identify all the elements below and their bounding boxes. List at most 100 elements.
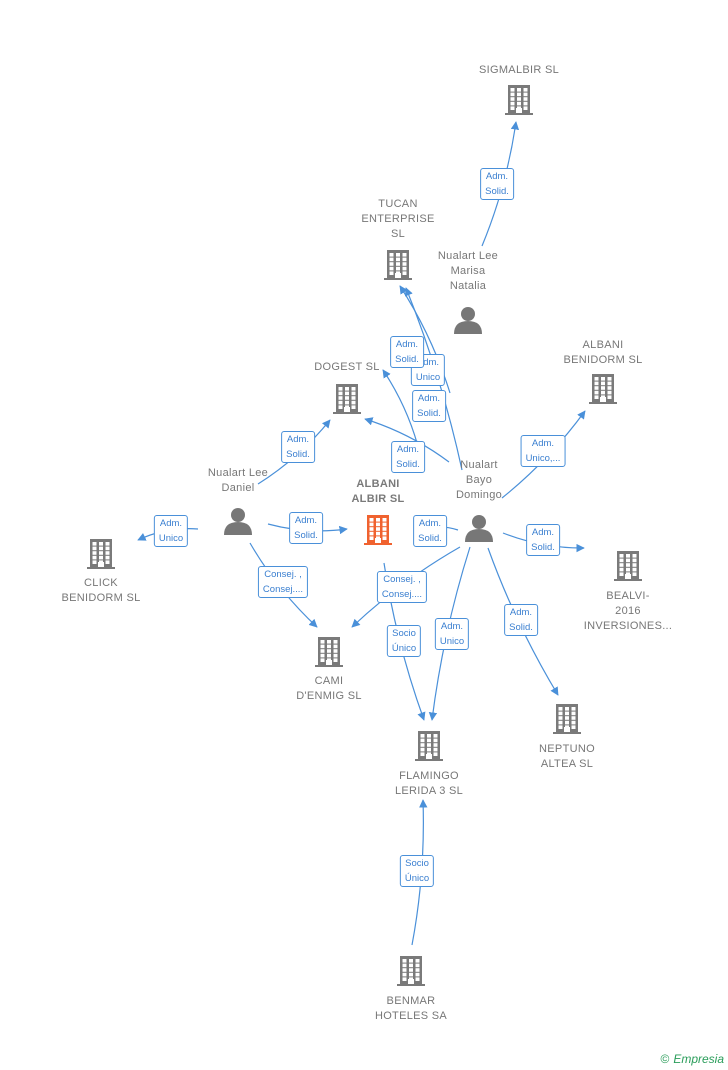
node-label-line: 2016 xyxy=(615,605,641,617)
edge-label-line: Solid. xyxy=(509,622,533,633)
edge-domingo-to-dogest xyxy=(364,417,450,463)
edge-label-daniel-to-click[interactable]: Adm. Unico xyxy=(153,515,189,547)
edge-label-line: Adm. xyxy=(509,607,533,618)
person-icon-marisa[interactable] xyxy=(454,307,482,334)
node-label-dogest[interactable]: DOGEST SL xyxy=(314,360,379,375)
edge-label-line: Solid. xyxy=(396,459,420,470)
edge-label-line: Adm. xyxy=(395,339,419,350)
edges-layer xyxy=(137,121,586,946)
edge-label-line: Adm. xyxy=(531,527,555,538)
edge-label-line: Adm. xyxy=(418,518,442,529)
edge-label-domingo-to-cami[interactable]: Consej. , Consej.... xyxy=(376,571,428,603)
edge-label-domingo-to-bealvi[interactable]: Adm. Solid. xyxy=(526,524,560,556)
edge-label-line: Solid. xyxy=(294,530,318,541)
edge-label-domingo-to-dogest[interactable]: Adm. Solid. xyxy=(391,441,425,473)
edge-label-line: Unico xyxy=(439,636,465,647)
person-icon-daniel[interactable] xyxy=(224,508,252,535)
node-label-line: HOTELES SA xyxy=(374,1010,448,1022)
node-label-line: Domingo xyxy=(455,489,503,501)
building-icon-click[interactable] xyxy=(87,539,115,569)
node-label-line: ALTEA SL xyxy=(540,758,594,770)
edge-label-line: Solid. xyxy=(531,542,555,553)
edge-label-line: Adm. xyxy=(440,621,464,632)
edge-label-domingo-to-albani_albir[interactable]: Adm. Solid. xyxy=(413,515,447,547)
edge-label-line: Socio xyxy=(392,628,416,639)
edge-label-domingo-to-tucan[interactable]: Adm. Solid. xyxy=(390,336,424,368)
edge-label-daniel-to-dogest[interactable]: Adm. Solid. xyxy=(281,431,315,463)
node-label-line: CAMI xyxy=(314,675,344,687)
node-label-click[interactable]: CLICK BENIDORM SL xyxy=(61,576,140,606)
edge-label-marisa-to-dogest[interactable]: Adm.Solid. xyxy=(412,390,446,422)
building-icon-cami[interactable] xyxy=(315,637,343,667)
edge-label-line: Adm. xyxy=(286,434,310,445)
node-label-line: ALBANI xyxy=(356,478,400,490)
building-icon-tucan[interactable] xyxy=(384,250,412,280)
copyright-symbol: © xyxy=(660,1052,670,1066)
person-icon-domingo[interactable] xyxy=(465,515,493,542)
node-label-line: ENTERPRISE xyxy=(361,213,435,225)
edge-label-line: Unico,... xyxy=(525,453,561,464)
building-icon-neptuno[interactable] xyxy=(553,704,581,734)
node-label-line: ALBANI xyxy=(582,339,624,351)
edge-label-line: Socio xyxy=(405,858,429,869)
brand-name: Empresia xyxy=(673,1052,724,1066)
edge-label-line: Adm. xyxy=(159,518,183,529)
edge-label-marisa-to-sigmalbir[interactable]: Adm.Solid. xyxy=(480,168,514,200)
edge-label-line: Consej.... xyxy=(381,589,423,600)
node-label-line: Nualart xyxy=(460,459,498,471)
edge-label-line: Único xyxy=(391,643,417,654)
edge-label-line: Adm. xyxy=(396,444,420,455)
brand-logo[interactable]: ©Empresia xyxy=(660,1052,724,1066)
building-icon-benmar[interactable] xyxy=(397,956,425,986)
edge-label-line: Consej.... xyxy=(262,584,304,595)
edge-marisa-to-tucan xyxy=(399,285,451,394)
edge-label-line: Único xyxy=(404,873,430,884)
building-icon-albani_albir[interactable] xyxy=(364,515,392,545)
edge-label-line: Unico xyxy=(158,533,184,544)
edge-label-line: Solid. xyxy=(417,408,441,419)
node-label-line: CLICK xyxy=(84,577,118,589)
edge-label-domingo-to-albani_benidorm[interactable]: Adm.Unico,... xyxy=(520,435,566,467)
edge-label-line: Consej. , xyxy=(383,574,421,585)
edge-label-daniel-to-albani_albir[interactable]: Adm. Solid. xyxy=(289,512,323,544)
node-label-sigmalbir[interactable]: SIGMALBIR SL xyxy=(479,63,559,78)
node-label-line: BENIDORM SL xyxy=(61,592,141,604)
node-label-benmar[interactable]: BENMAR HOTELES SA xyxy=(375,994,447,1024)
node-label-line: BENMAR xyxy=(386,995,436,1007)
node-label-line: LERIDA 3 SL xyxy=(394,785,464,797)
edge-label-line: Solid. xyxy=(418,533,442,544)
edge-label-line: Adm. xyxy=(294,515,318,526)
edge-label-domingo-to-flamingo[interactable]: Adm. Unico xyxy=(434,618,470,650)
node-label-line: BEALVI- xyxy=(606,590,650,602)
node-label-line: SL xyxy=(390,228,406,240)
edge-label-daniel-to-cami[interactable]: Consej. ,Consej.... xyxy=(257,566,309,598)
building-icon-dogest[interactable] xyxy=(333,384,361,414)
node-label-line: DOGEST SL xyxy=(314,361,380,373)
edge-label-line: Solid. xyxy=(395,354,419,365)
building-icon-flamingo[interactable] xyxy=(415,731,443,761)
building-icon-sigmalbir[interactable] xyxy=(505,85,533,115)
node-label-line: Marisa xyxy=(450,265,486,277)
edge-label-line: Solid. xyxy=(485,186,509,197)
edge-label-line: Adm. xyxy=(416,357,440,368)
node-label-line: Nualart Lee xyxy=(437,250,499,262)
building-icon-albani_benidorm[interactable] xyxy=(589,374,617,404)
node-label-line: Bayo xyxy=(465,474,493,486)
edge-label-line: Solid. xyxy=(286,449,310,460)
building-icon-bealvi[interactable] xyxy=(614,551,642,581)
edge-label-domingo-to-neptuno[interactable]: Adm. Solid. xyxy=(504,604,538,636)
